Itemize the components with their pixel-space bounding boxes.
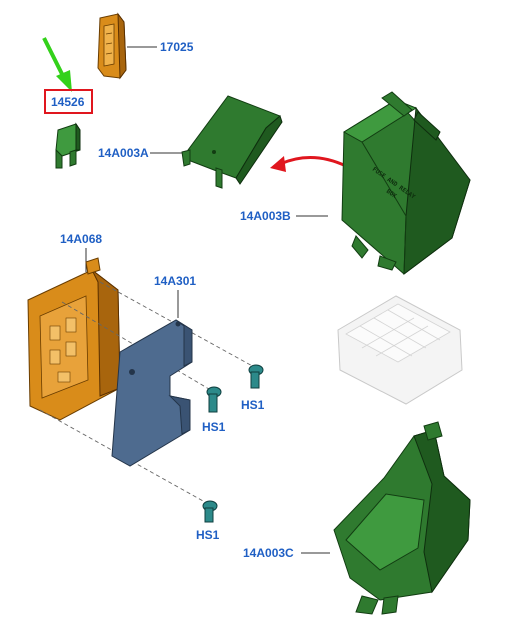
screw-hs1-middle[interactable] (206, 386, 222, 413)
label-14526[interactable]: 14526 (51, 95, 85, 109)
part-14A003B-fuse-relay-box[interactable] (341, 91, 471, 276)
label-hs1-middle[interactable]: HS1 (202, 420, 226, 434)
assembly-line-1 (99, 281, 257, 369)
label-14A003A[interactable]: 14A003A (98, 146, 149, 160)
red-arrow-icon (270, 155, 347, 172)
assembly-line-2 (61, 301, 215, 393)
part-14A003C-lower-housing[interactable] (333, 421, 471, 615)
label-14A003B[interactable]: 14A003B (240, 209, 291, 223)
highlight-box-14526 (44, 89, 93, 114)
label-14A003C[interactable]: 14A003C (243, 546, 294, 560)
part-14A003A-cover[interactable] (181, 95, 283, 189)
label-17025[interactable]: 17025 (160, 40, 194, 54)
label-14A301[interactable]: 14A301 (154, 274, 196, 288)
part-14526-fuse[interactable] (55, 122, 81, 169)
label-hs1-lower[interactable]: HS1 (196, 528, 220, 542)
screw-hs1-upper[interactable] (248, 364, 264, 389)
label-hs1-upper[interactable]: HS1 (241, 398, 265, 412)
part-14A301-bracket[interactable] (111, 319, 193, 467)
label-14A068[interactable]: 14A068 (60, 232, 102, 246)
ghost-fuse-block (337, 295, 463, 405)
part-14A068-module[interactable] (27, 257, 121, 421)
green-arrow-icon (42, 37, 72, 92)
screw-hs1-lower[interactable] (202, 500, 218, 523)
part-17025-relay[interactable] (97, 12, 127, 80)
